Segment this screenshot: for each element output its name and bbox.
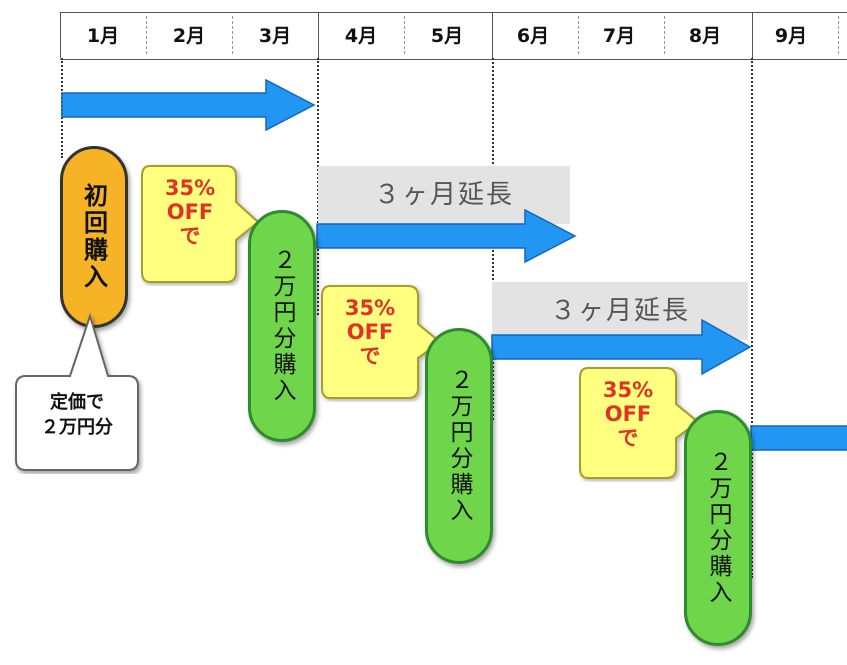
discount-text: 35% OFF で — [142, 176, 238, 248]
purchase-pill: ２万円分購入 — [248, 210, 316, 442]
price-note-line1: 定価で — [50, 392, 104, 413]
month-7: 7月 — [602, 25, 636, 47]
discount-off: OFF — [346, 320, 394, 344]
month-9: 9月 — [774, 25, 808, 47]
period-arrow — [61, 78, 316, 132]
month-6: 6月 — [516, 25, 550, 47]
discount-percent: 35% — [602, 378, 654, 402]
header-divider — [232, 16, 233, 54]
purchase-label: ２万円分購入 — [705, 450, 731, 606]
discount-de: で — [359, 344, 381, 368]
purchase-pill: ２万円分購入 — [425, 328, 493, 564]
discount-callout — [141, 165, 260, 283]
month-8: 8月 — [688, 25, 722, 47]
month-header: 1月 2月 3月 4月 5月 6月 7月 8月 9月 — [60, 12, 847, 60]
discount-off: OFF — [166, 200, 214, 224]
month-4: 4月 — [344, 25, 378, 47]
discount-callout — [579, 367, 700, 479]
first-purchase-label: 初回購入 — [79, 183, 108, 291]
guide-line — [751, 58, 753, 578]
first-purchase-pill: 初回購入 — [60, 146, 128, 328]
month-3: 3月 — [258, 25, 292, 47]
header-divider — [752, 12, 753, 58]
discount-de: で — [617, 426, 639, 450]
continuing-arrow — [750, 425, 847, 451]
month-2: 2月 — [172, 25, 206, 47]
discount-off: OFF — [604, 402, 652, 426]
header-divider — [146, 16, 147, 54]
purchase-label: ２万円分購入 — [446, 368, 472, 524]
extension-label: ３ヶ月延長 — [549, 296, 690, 326]
header-divider — [664, 16, 665, 54]
header-divider — [60, 12, 61, 58]
price-note-line2: ２万円分 — [41, 417, 113, 438]
header-divider — [578, 16, 579, 54]
discount-text: 35% OFF で — [580, 378, 676, 450]
extension-arrow — [316, 208, 577, 264]
discount-text: 35% OFF で — [322, 296, 418, 368]
price-callout — [15, 312, 139, 471]
purchase-label: ２万円分購入 — [269, 248, 295, 404]
purchase-pill: ２万円分購入 — [684, 410, 752, 646]
header-divider — [492, 12, 493, 58]
header-divider — [318, 12, 319, 58]
month-1: 1月 — [86, 25, 120, 47]
discount-percent: 35% — [344, 296, 396, 320]
header-divider — [838, 16, 839, 54]
discount-callout — [321, 285, 442, 399]
month-5: 5月 — [430, 25, 464, 47]
extension-label: ３ヶ月延長 — [373, 180, 514, 210]
discount-de: で — [179, 224, 201, 248]
discount-percent: 35% — [164, 176, 216, 200]
extension-arrow — [491, 318, 752, 376]
price-note: 定価で ２万円分 — [16, 390, 138, 440]
header-divider — [404, 16, 405, 54]
